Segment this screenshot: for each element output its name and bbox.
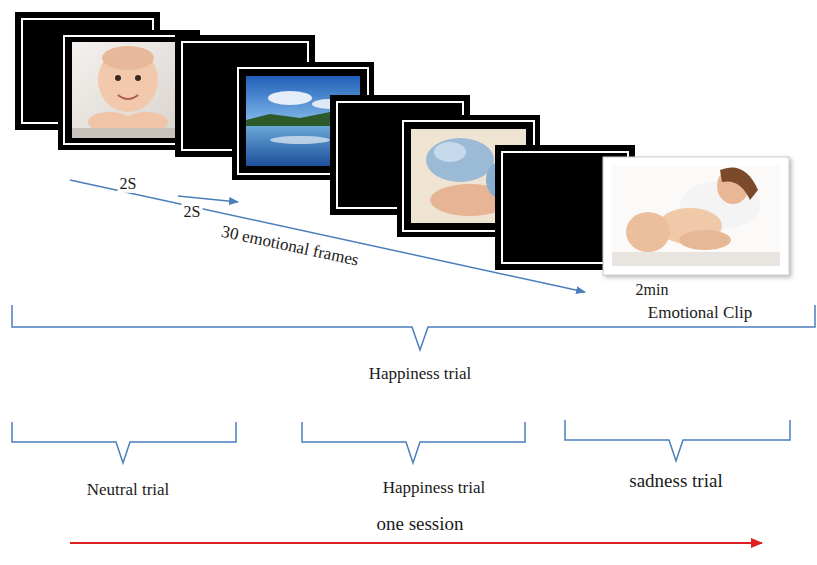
frame-sequence-arrow: [70, 180, 585, 292]
trial-bracket: [12, 422, 236, 463]
trial-label: sadness trial: [629, 470, 722, 492]
duration-label: 2S: [118, 175, 139, 193]
clip-label: Emotional Clip: [648, 303, 752, 323]
interval-arrow: [178, 196, 238, 202]
duration-label: 2S: [182, 203, 203, 221]
session-label: one session: [376, 513, 463, 535]
session-arrow: [70, 542, 762, 544]
trial-bracket: [302, 422, 525, 463]
trial-label: Happiness trial: [369, 364, 471, 384]
trial-bracket: [565, 420, 790, 461]
duration-label: 2min: [636, 281, 669, 299]
trial-label: Neutral trial: [87, 480, 170, 500]
sequence-label: 30 emotional frames: [220, 222, 361, 270]
emotional-clip-photo: [603, 157, 789, 275]
trial-label: Happiness trial: [383, 478, 485, 498]
